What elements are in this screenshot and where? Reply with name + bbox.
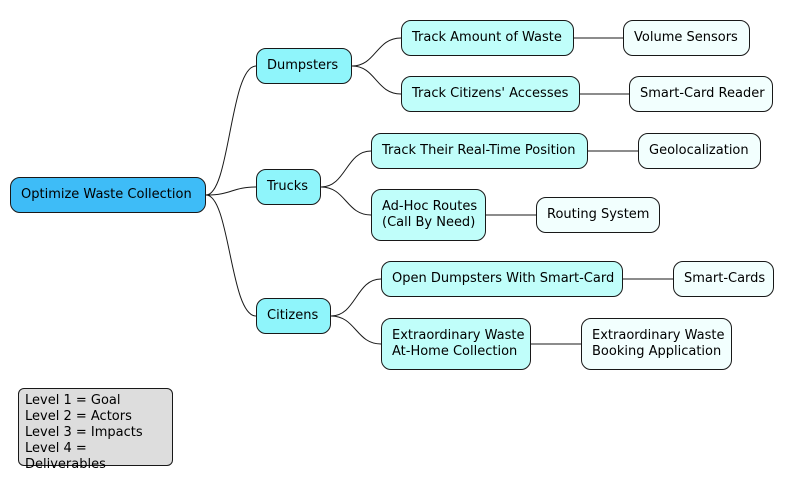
legend-item-deliverables: Level 4 = Deliverables [25, 441, 106, 472]
edge-trucks-position [320, 150, 372, 188]
deliverable-node-routing-system[interactable]: Routing System [536, 197, 660, 233]
goal-label: Optimize Waste Collection [21, 187, 192, 202]
edge-dumpsters-waste [351, 37, 402, 67]
impact-node-track-waste[interactable]: Track Amount of Waste [401, 20, 574, 56]
impact-label: Track Citizens' Accesses [412, 86, 569, 101]
deliverable-node-geolocalization[interactable]: Geolocalization [638, 133, 761, 169]
edge-citizens-extra [330, 315, 382, 345]
deliverable-node-booking-app[interactable]: Extraordinary Waste Booking Application [581, 318, 732, 370]
deliverable-label: Smart-Cards [684, 271, 766, 286]
deliverable-label: Volume Sensors [634, 30, 738, 45]
impact-node-track-access[interactable]: Track Citizens' Accesses [401, 76, 580, 112]
legend-item-impacts: Level 3 = Impacts [25, 425, 143, 440]
impact-label-line2: At-Home Collection [392, 344, 518, 359]
impact-node-adhoc-routes[interactable]: Ad-Hoc Routes (Call By Need) [371, 189, 486, 241]
edge-citizens-open [330, 278, 382, 317]
impact-label: Track Their Real-Time Position [382, 143, 576, 158]
impact-label-line1: Ad-Hoc Routes [382, 199, 478, 214]
actor-label: Dumpsters [267, 58, 339, 73]
actor-node-trucks[interactable]: Trucks [256, 169, 321, 205]
deliverable-node-volume-sensors[interactable]: Volume Sensors [623, 20, 750, 56]
deliverable-node-smartcard-reader[interactable]: Smart-Card Reader [629, 76, 773, 112]
impact-node-track-position[interactable]: Track Their Real-Time Position [371, 133, 588, 169]
legend-item-goal: Level 1 = Goal [25, 393, 121, 408]
actor-label: Citizens [267, 308, 319, 323]
impact-label-line1: Extraordinary Waste [392, 328, 525, 343]
edge-goal-trucks [205, 186, 257, 196]
edge-goal-citizens [205, 194, 257, 317]
legend: Level 1 = Goal Level 2 = Actors Level 3 … [18, 388, 173, 472]
deliverable-label-line1: Extraordinary Waste [592, 328, 725, 343]
deliverable-node-smart-cards[interactable]: Smart-Cards [673, 261, 774, 297]
impact-node-open-dumpsters[interactable]: Open Dumpsters With Smart-Card [381, 261, 623, 297]
deliverable-label: Smart-Card Reader [640, 86, 765, 101]
deliverable-label: Geolocalization [649, 143, 749, 158]
impact-label-line2: (Call By Need) [382, 215, 476, 230]
actor-node-dumpsters[interactable]: Dumpsters [256, 48, 352, 84]
legend-item-actors: Level 2 = Actors [25, 409, 132, 424]
deliverable-label: Routing System [547, 207, 650, 222]
impact-label: Open Dumpsters With Smart-Card [392, 271, 615, 286]
actor-node-citizens[interactable]: Citizens [256, 298, 331, 334]
actor-label: Trucks [267, 179, 309, 194]
impact-label: Track Amount of Waste [412, 30, 562, 45]
edge-goal-dumpsters [205, 65, 257, 196]
deliverable-label-line2: Booking Application [592, 344, 722, 359]
impact-node-extra-collection[interactable]: Extraordinary Waste At-Home Collection [381, 318, 531, 370]
edge-trucks-adhoc [320, 186, 372, 216]
edge-dumpsters-access [351, 65, 402, 95]
goal-node[interactable]: Optimize Waste Collection [10, 177, 206, 213]
